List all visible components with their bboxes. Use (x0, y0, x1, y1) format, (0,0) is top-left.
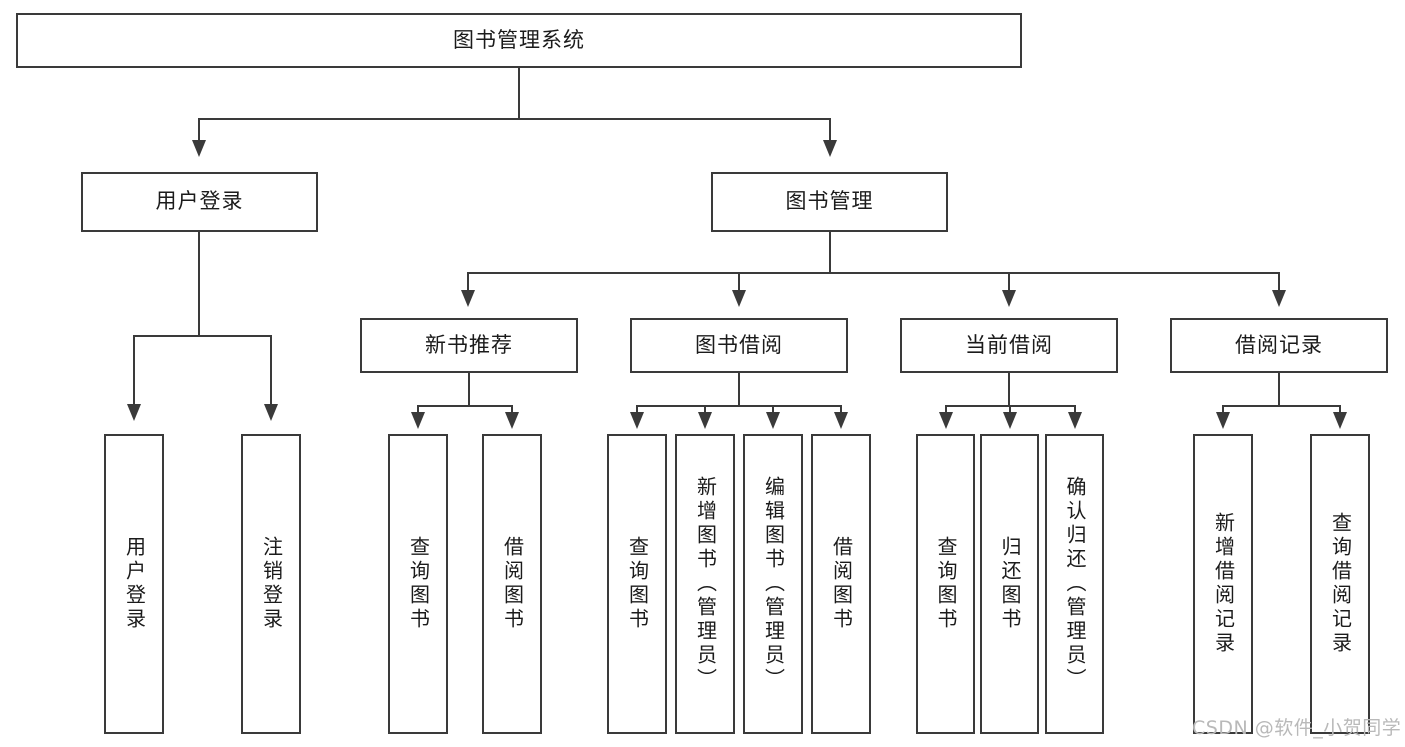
edge-cb-child-1 (945, 405, 947, 417)
edge-to-book-management (829, 118, 831, 146)
edge-nbr-child-1 (417, 405, 419, 417)
edge-nbr-child-2 (511, 405, 513, 417)
node-book-borrow[interactable]: 图书借阅 (630, 318, 848, 373)
leaf-cb-return-books[interactable]: 归还图书 (980, 434, 1039, 734)
node-label: 新书推荐 (425, 332, 513, 357)
edge-new-book-recommend-stem (468, 373, 470, 407)
leaf-cb-confirm-return-admin[interactable]: 确认归还（管理员） (1045, 434, 1104, 734)
arrowhead-to-book-management (823, 140, 837, 157)
edge-to-new-book-recommend (467, 272, 469, 296)
leaf-bb-add-book-admin[interactable]: 新增图书（管理员） (675, 434, 735, 734)
edge-level2-bar (198, 118, 831, 120)
edge-user-login-stem (198, 232, 200, 336)
arrowhead-to-borrow-record (1272, 290, 1286, 307)
node-new-book-recommend[interactable]: 新书推荐 (360, 318, 578, 373)
arrowhead-user-login-child-1 (127, 404, 141, 421)
edge-borrow-record-bar (1222, 405, 1340, 407)
edge-current-borrow-stem (1008, 373, 1010, 407)
arrowhead-br-child-2 (1333, 412, 1347, 429)
node-label: 查询借阅记录 (1328, 512, 1353, 656)
node-label: 借阅记录 (1235, 332, 1323, 357)
node-label: 查询图书 (625, 536, 650, 632)
edge-to-borrow-record (1278, 272, 1280, 296)
leaf-nbr-borrow-books[interactable]: 借阅图书 (482, 434, 542, 734)
leaf-bb-query-books[interactable]: 查询图书 (607, 434, 667, 734)
arrowhead-bb-child-1 (630, 412, 644, 429)
arrowhead-bb-child-3 (766, 412, 780, 429)
node-label: 确认归还（管理员） (1063, 476, 1087, 692)
edge-to-book-borrow (738, 272, 740, 296)
leaf-logout[interactable]: 注销登录 (241, 434, 301, 734)
arrowhead-nbr-child-2 (505, 412, 519, 429)
edge-user-login-child-2 (270, 335, 272, 410)
arrowhead-to-user-login (192, 140, 206, 157)
edge-br-child-1 (1222, 405, 1224, 417)
edge-user-login-bar (133, 335, 271, 337)
edge-borrow-record-stem (1278, 373, 1280, 407)
node-label: 用户登录 (155, 189, 244, 214)
node-current-borrow[interactable]: 当前借阅 (900, 318, 1118, 373)
node-label: 编辑图书（管理员） (761, 476, 786, 692)
node-label: 查询图书 (406, 536, 431, 632)
edge-book-borrow-stem (738, 373, 740, 407)
edge-to-user-login (198, 118, 200, 146)
node-label: 图书管理系统 (453, 27, 585, 52)
node-book-management[interactable]: 图书管理 (711, 172, 948, 232)
leaf-bb-borrow-books[interactable]: 借阅图书 (811, 434, 871, 734)
arrowhead-to-book-borrow (732, 290, 746, 307)
node-label: 图书借阅 (695, 332, 783, 357)
node-label: 用户登录 (122, 536, 147, 632)
node-borrow-record[interactable]: 借阅记录 (1170, 318, 1388, 373)
arrowhead-to-current-borrow (1002, 290, 1016, 307)
edge-user-login-child-1 (133, 335, 135, 410)
node-label: 新增借阅记录 (1211, 512, 1236, 656)
arrowhead-cb-child-3 (1068, 412, 1082, 429)
node-label: 查询图书 (934, 536, 958, 632)
edge-bb-child-4 (840, 405, 842, 417)
edge-bb-child-3 (772, 405, 774, 417)
edge-bb-child-1 (636, 405, 638, 417)
arrowhead-bb-child-4 (834, 412, 848, 429)
arrowhead-bb-child-2 (698, 412, 712, 429)
arrowhead-to-new-book-recommend (461, 290, 475, 307)
edge-book-borrow-bar (636, 405, 841, 407)
edge-br-child-2 (1339, 405, 1341, 417)
edge-bb-child-2 (704, 405, 706, 417)
node-root-book-management-system[interactable]: 图书管理系统 (16, 13, 1022, 68)
node-label: 图书管理 (785, 189, 874, 214)
node-label: 注销登录 (259, 536, 284, 632)
leaf-br-add-record[interactable]: 新增借阅记录 (1193, 434, 1253, 734)
edge-cb-child-2 (1009, 405, 1011, 417)
edge-level3-bar (467, 272, 1280, 274)
arrowhead-br-child-1 (1216, 412, 1230, 429)
arrowhead-user-login-child-2 (264, 404, 278, 421)
arrowhead-cb-child-1 (939, 412, 953, 429)
edge-book-management-stem (829, 232, 831, 274)
arrowhead-cb-child-2 (1003, 412, 1017, 429)
edge-root-stem (518, 68, 520, 119)
edge-cb-child-3 (1074, 405, 1076, 417)
csdn-watermark: CSDN @软件_小贺同学 (1192, 717, 1402, 739)
node-label: 借阅图书 (500, 536, 525, 632)
leaf-nbr-query-books[interactable]: 查询图书 (388, 434, 448, 734)
node-label: 新增图书（管理员） (693, 476, 718, 692)
edge-new-book-recommend-bar (417, 405, 512, 407)
node-label: 当前借阅 (965, 332, 1053, 357)
leaf-cb-query-books[interactable]: 查询图书 (916, 434, 975, 734)
node-label: 借阅图书 (829, 536, 854, 632)
leaf-user-login[interactable]: 用户登录 (104, 434, 164, 734)
leaf-br-query-record[interactable]: 查询借阅记录 (1310, 434, 1370, 734)
node-user-login[interactable]: 用户登录 (81, 172, 318, 232)
leaf-bb-edit-book-admin[interactable]: 编辑图书（管理员） (743, 434, 803, 734)
node-label: 归还图书 (998, 536, 1022, 632)
edge-to-current-borrow (1008, 272, 1010, 296)
arrowhead-nbr-child-1 (411, 412, 425, 429)
